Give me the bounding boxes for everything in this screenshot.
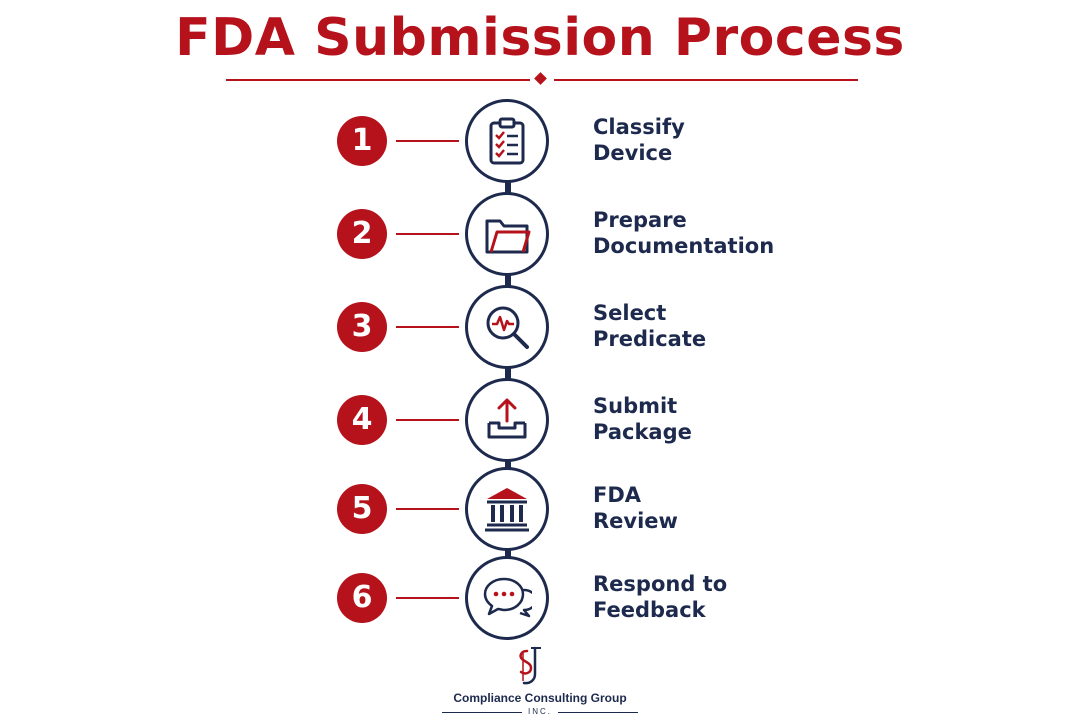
process-step-3: 3 Select Predicate [0, 282, 1080, 372]
step-number-badge: 1 [337, 116, 387, 166]
step-label: FDA Review [593, 482, 853, 534]
step-number-badge: 3 [337, 302, 387, 352]
step-label: Prepare Documentation [593, 207, 853, 259]
upload-tray-icon [487, 398, 527, 439]
step-icon-ring [465, 378, 549, 462]
step-connector [396, 508, 459, 510]
chat-bubbles-icon [483, 577, 532, 618]
step-label-line: Feedback [593, 598, 706, 622]
title-diamond [534, 72, 547, 85]
process-step-1: 1 Classify Device [0, 96, 1080, 186]
step-connector [396, 419, 459, 421]
step-label-line: Submit [593, 394, 678, 418]
step-number-badge: 6 [337, 573, 387, 623]
process-step-5: 5 FDA Review [0, 464, 1080, 554]
process-step-6: 6 Respond to Feedback [0, 553, 1080, 643]
page-title: FDA Submission Process [175, 8, 905, 68]
step-label-line: Predicate [593, 327, 707, 351]
step-label: Select Predicate [593, 300, 853, 352]
step-connector [396, 597, 459, 599]
government-building-icon [485, 488, 529, 532]
process-step-4: 4 Submit Package [0, 375, 1080, 465]
step-label: Classify Device [593, 114, 853, 166]
inc-rule-left [442, 712, 522, 713]
step-label-line: Classify [593, 115, 685, 139]
step-icon-ring [465, 556, 549, 640]
step-number-badge: 5 [337, 484, 387, 534]
folder-icon [485, 219, 531, 254]
step-connector [396, 326, 459, 328]
title-rule-right [554, 79, 858, 81]
step-connector [396, 233, 459, 235]
step-icon-ring [465, 467, 549, 551]
step-label-line: Select [593, 301, 667, 325]
step-connector [396, 140, 459, 142]
step-label-line: Respond to [593, 572, 728, 596]
magnifier-heartbeat-icon [486, 306, 529, 349]
title-rule-left [226, 79, 530, 81]
process-spine [505, 180, 511, 570]
inc-rule-right [558, 712, 638, 713]
step-label-line: Review [593, 509, 678, 533]
company-monogram-logo [519, 646, 541, 685]
step-label-line: FDA [593, 483, 642, 507]
step-icon-ring [465, 99, 549, 183]
process-step-2: 2 Prepare Documentation [0, 189, 1080, 279]
step-number-badge: 4 [337, 395, 387, 445]
company-logo: Compliance Consulting Group INC. [0, 645, 1080, 720]
step-number-badge: 2 [337, 209, 387, 259]
step-icon-ring [465, 192, 549, 276]
company-suffix: INC. [528, 707, 552, 716]
step-label: Respond to Feedback [593, 571, 853, 623]
step-icon-ring [465, 285, 549, 369]
step-label-line: Documentation [593, 234, 775, 258]
step-label-line: Prepare [593, 208, 687, 232]
clipboard-checklist-icon [489, 117, 525, 165]
step-label-line: Package [593, 420, 692, 444]
company-name: Compliance Consulting Group [453, 691, 627, 705]
step-label: Submit Package [593, 393, 853, 445]
step-label-line: Device [593, 141, 673, 165]
